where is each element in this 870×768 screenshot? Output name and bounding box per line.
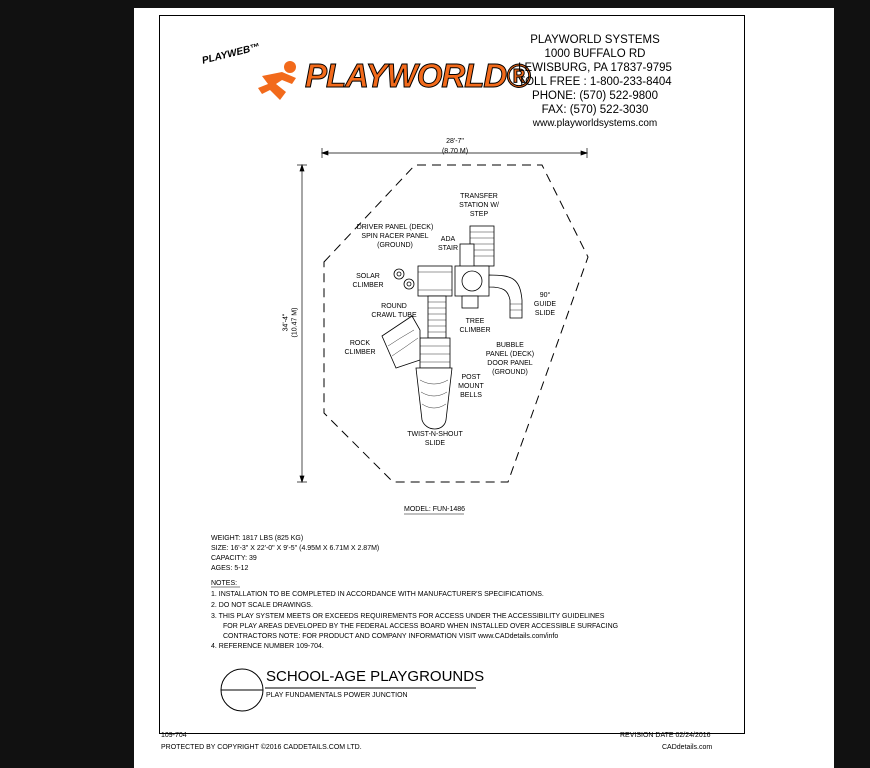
label-transfer-station: TRANSFER STATION W/ STEP bbox=[459, 193, 499, 218]
label-round-crawl-tube: ROUND CRAWL TUBE bbox=[371, 303, 417, 319]
equipment-plan bbox=[381, 225, 523, 430]
company-street: 1000 BUFFALO RD bbox=[544, 48, 646, 60]
drawing-border bbox=[159, 15, 745, 734]
company-toll-free: TOLL FREE : 1-800-233-8404 bbox=[518, 76, 672, 88]
note-2: 2. DO NOT SCALE DRAWINGS. bbox=[211, 602, 313, 609]
company-city: LEWISBURG, PA 17837-9795 bbox=[518, 62, 672, 74]
note-3b: FOR PLAY AREAS DEVELOPED BY THE FEDERAL … bbox=[223, 623, 619, 630]
footer-copyright: PROTECTED BY COPYRIGHT ©2016 CADDETAILS.… bbox=[161, 744, 362, 751]
company-fax: FAX: (570) 522-3030 bbox=[541, 104, 649, 116]
label-rock-climber: ROCK CLIMBER bbox=[344, 340, 376, 356]
label-bubble-panel: BUBBLE PANEL (DECK) DOOR PANEL (GROUND) bbox=[485, 342, 535, 376]
footer-site: CADdetails.com bbox=[662, 744, 713, 751]
height-m-label: (10.47 M) bbox=[291, 307, 299, 338]
model-number: MODEL: FUN-1486 bbox=[404, 506, 466, 513]
label-ada-stair: ADA STAIR bbox=[437, 236, 459, 252]
height-dimension bbox=[297, 163, 307, 484]
playworld-runner-icon bbox=[258, 61, 296, 100]
spec-weight: WEIGHT: 1817 LBS (825 KG) bbox=[211, 535, 304, 542]
note-3c: CONTRACTORS NOTE: FOR PRODUCT AND COMPAN… bbox=[223, 633, 559, 640]
spec-size: SIZE: 16'-3" X 22'-0" X 9'-5" (4.95M X 6… bbox=[211, 545, 380, 552]
label-solar-climber: SOLAR CLIMBER bbox=[352, 273, 384, 289]
spec-ages: AGES: 5-12 bbox=[211, 565, 249, 572]
spec-capacity: CAPACITY: 39 bbox=[211, 555, 257, 562]
label-twist-slide: TWIST-N-SHOUT SLIDE bbox=[407, 431, 463, 447]
width-dimension bbox=[320, 148, 589, 158]
width-m-label: (8.70 M) bbox=[441, 148, 469, 155]
title-block-symbol bbox=[220, 668, 476, 712]
note-4: 4. REFERENCE NUMBER 109-704. bbox=[211, 643, 324, 650]
company-name: PLAYWORLD SYSTEMS bbox=[530, 34, 660, 46]
footer-ref: 109-704 bbox=[161, 732, 187, 739]
footer-revision: REVISION DATE 02/24/2016 bbox=[620, 732, 711, 739]
label-post-mount-bells: POST MOUNT BELLS bbox=[458, 374, 484, 399]
width-ft-label: 28'-7" bbox=[446, 138, 464, 145]
title-block-subtitle: PLAY FUNDAMENTALS POWER JUNCTION bbox=[266, 692, 408, 699]
notes-heading: NOTES: bbox=[211, 580, 238, 587]
note-3a: 3. THIS PLAY SYSTEM MEETS OR EXCEEDS REQ… bbox=[211, 613, 605, 620]
label-tree-climber: TREE CLIMBER bbox=[459, 318, 491, 334]
playworld-logo: PLAYWORLD® bbox=[305, 57, 532, 95]
height-ft-label: 34'-4" bbox=[282, 313, 290, 332]
label-guide-slide: 90° GUIDE SLIDE bbox=[533, 292, 557, 317]
drawing-area bbox=[134, 8, 834, 768]
note-1: 1. INSTALLATION TO BE COMPLETED IN ACCOR… bbox=[211, 591, 544, 598]
use-zone-boundary bbox=[323, 164, 589, 483]
company-website: www.playworldsystems.com bbox=[532, 118, 658, 129]
label-driver-panel: DRIVER PANEL (DECK) SPIN RACER PANEL (GR… bbox=[356, 224, 434, 249]
title-block-title: SCHOOL-AGE PLAYGROUNDS bbox=[266, 668, 485, 685]
drawing-sheet bbox=[134, 8, 834, 768]
company-phone: PHONE: (570) 522-9800 bbox=[532, 90, 658, 102]
